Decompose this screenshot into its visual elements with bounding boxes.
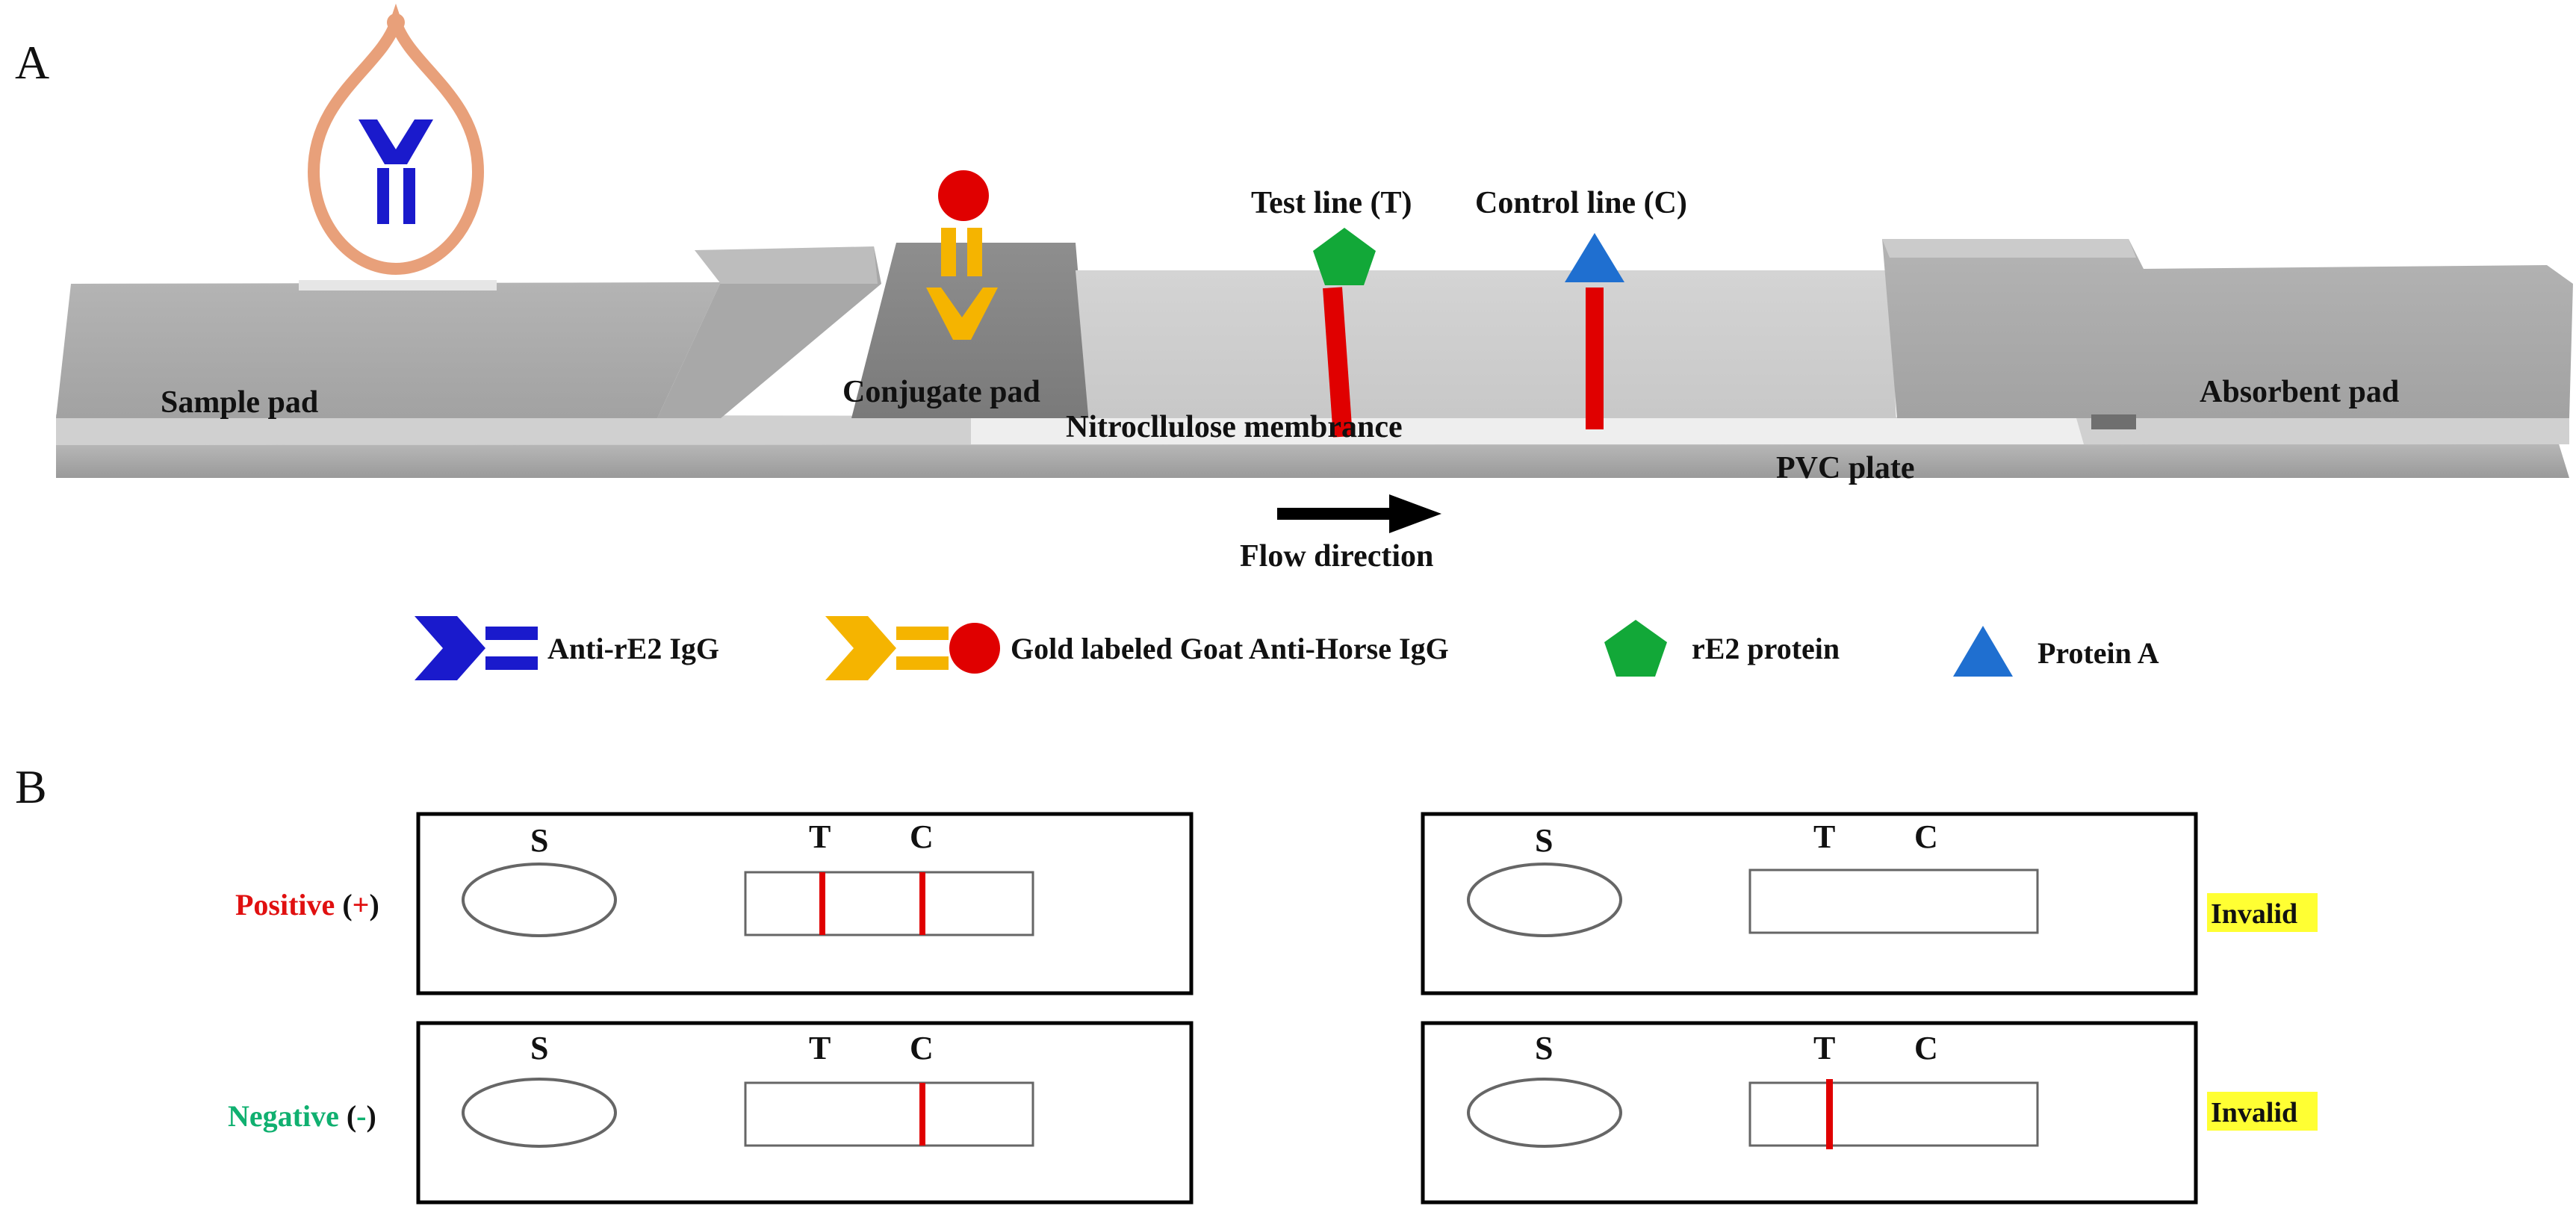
nitrocellulose-membrane (1076, 270, 1897, 441)
result-window (744, 871, 1034, 936)
control-line-label: Control line (C) (1475, 186, 1687, 220)
conjugate-pad-label: Conjugate pad (842, 375, 1040, 409)
positive-card: S T C (416, 812, 1194, 995)
pvc-plate-label: PVC plate (1776, 451, 1914, 485)
s-label: S (530, 1030, 548, 1066)
test-strip (56, 239, 2573, 478)
sample-pad (56, 282, 721, 418)
droplet-icon (307, 3, 485, 276)
sample-well (462, 1078, 617, 1148)
result-window (1748, 1081, 2039, 1147)
legend-protein-a-label: Protein A (2037, 636, 2159, 670)
panel-a-label: A (15, 36, 49, 89)
legend-anti-re2-label: Anti-rE2 IgG (547, 632, 719, 665)
positive-label: Positive (+) (235, 888, 379, 922)
t-label: T (1813, 818, 1835, 855)
sample-drop (307, 3, 485, 276)
absorbent-pad (1882, 239, 2573, 418)
s-label: S (1535, 822, 1553, 859)
c-label: C (910, 818, 934, 855)
legend-re2-label: rE2 protein (1692, 632, 1840, 665)
t-label: T (809, 1030, 831, 1066)
sample-well (462, 863, 617, 937)
flow-direction-label: Flow direction (1240, 539, 1433, 574)
absorbent-pad-label: Absorbent pad (2200, 375, 2399, 409)
gold-antibody-icon (926, 170, 998, 340)
sample-well (1467, 1078, 1622, 1148)
test-line-label: Test line (T) (1251, 186, 1412, 220)
negative-control-line (919, 1083, 925, 1146)
invalid-card-none: S T C (1421, 812, 2198, 995)
c-label: C (1914, 1030, 1938, 1066)
invalid-label-top: Invalid (2211, 898, 2297, 930)
sample-pad-label: Sample pad (161, 385, 318, 420)
s-label: S (530, 822, 548, 859)
flow-arrow-icon (1277, 494, 1441, 533)
legend-gold-antibody-icon (825, 616, 1000, 680)
legend-gold-label: Gold labeled Goat Anti-Horse IgG (1011, 632, 1449, 665)
control-line (1565, 233, 1624, 429)
legend-pentagon-icon (1604, 620, 1667, 677)
s-label: S (1535, 1030, 1553, 1066)
pentagon-icon (1313, 228, 1376, 285)
result-window (744, 1081, 1034, 1147)
t-label: T (809, 818, 831, 855)
positive-test-line (819, 872, 825, 935)
negative-card: S T C (416, 1021, 1194, 1205)
membrane-label: Nitrocllulose membrance (1066, 410, 1403, 444)
panel-b-label: B (15, 760, 47, 813)
legend: Anti-rE2 IgG Gold labeled Goat Anti-Hors… (415, 616, 2159, 680)
antibody-icon (359, 119, 433, 224)
test-line (1313, 228, 1376, 438)
invalid-test-line (1826, 1079, 1833, 1149)
negative-label: Negative (-) (228, 1099, 376, 1133)
sample-well (1467, 863, 1622, 937)
legend-triangle-icon (1953, 626, 2013, 677)
c-label: C (910, 1030, 934, 1066)
t-label: T (1813, 1030, 1835, 1066)
invalid-label-bottom: Invalid (2211, 1097, 2297, 1128)
positive-control-line (919, 872, 925, 935)
result-window (1748, 868, 2039, 934)
c-label: C (1914, 818, 1938, 855)
invalid-card-t-only: S T C (1421, 1021, 2198, 1205)
triangle-icon (1565, 233, 1624, 282)
legend-antibody-icon (415, 616, 538, 680)
